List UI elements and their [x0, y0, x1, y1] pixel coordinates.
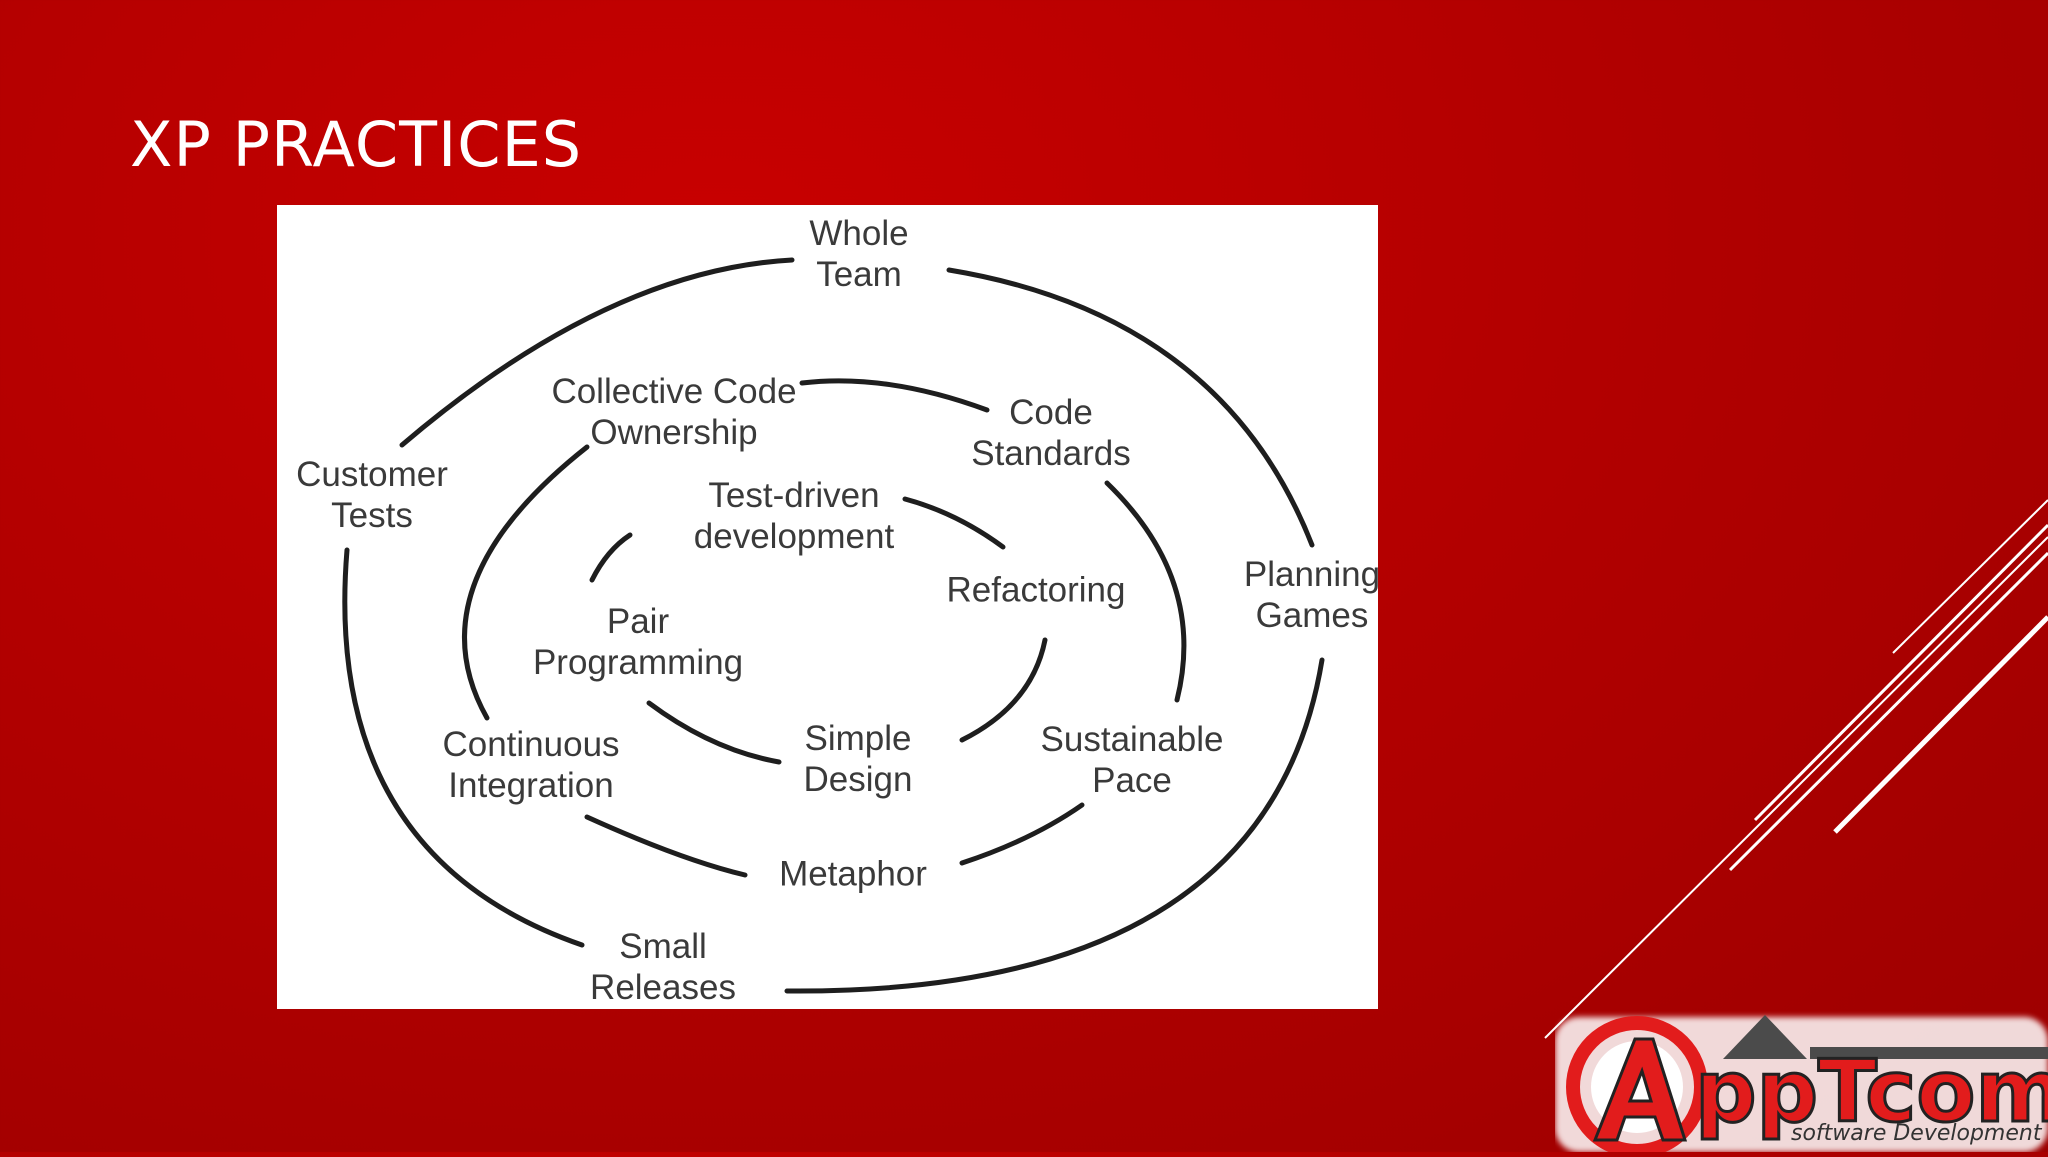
label-metaphor: Metaphor [779, 854, 927, 894]
label-customer-tests: Customer Tests [296, 455, 448, 535]
label-continuous-integration: Continuous Integration [442, 725, 620, 805]
outer-ring-arc [342, 547, 585, 948]
logo-a-letter [1592, 1037, 1688, 1142]
middle-ring-arc [462, 444, 590, 721]
logo-roof-mark [1723, 1015, 1807, 1059]
xp-practices-diagram: Whole Team Customer Tests Planning Games… [277, 205, 1381, 1009]
label-collective-code-ownership: Collective Code Ownership [551, 372, 797, 452]
outer-ring-arc [946, 267, 1315, 548]
label-test-driven-development: Test-driven development [693, 476, 895, 556]
logo-brand-text: ppTcom [1695, 1042, 2048, 1142]
apptcom-logo: ppTcom software Development [1555, 1005, 2048, 1157]
inner-ring-arc [902, 496, 1006, 550]
middle-ring-arc [799, 378, 990, 413]
inner-ring-arc [959, 637, 1048, 743]
logo-graphic: ppTcom [1555, 1015, 2048, 1157]
middle-ring-arc [1104, 480, 1187, 703]
outer-ring-arc [784, 657, 1325, 994]
label-sustainable-pace: Sustainable Pace [1040, 720, 1224, 800]
label-code-standards: Code Standards [971, 393, 1131, 473]
logo-circle-mark [1566, 1016, 1708, 1157]
middle-ring-arc [959, 802, 1085, 866]
label-whole-team: Whole Team [809, 214, 909, 294]
label-simple-design: Simple Design [803, 719, 913, 799]
outer-ring-arc [399, 257, 795, 448]
logo-subtitle: software Development [1791, 1121, 2042, 1146]
inner-ring-arc [589, 532, 633, 583]
middle-ring-arc [584, 814, 748, 878]
label-pair-programming: Pair Programming [532, 602, 744, 682]
label-refactoring: Refactoring [946, 570, 1126, 610]
inner-ring-arc [646, 700, 782, 765]
slide-title: XP PRACTICES [130, 108, 583, 181]
ring-arcs [342, 257, 1325, 994]
label-small-releases: Small Releases [590, 927, 736, 1007]
label-planning-games: Planning Games [1243, 555, 1381, 635]
